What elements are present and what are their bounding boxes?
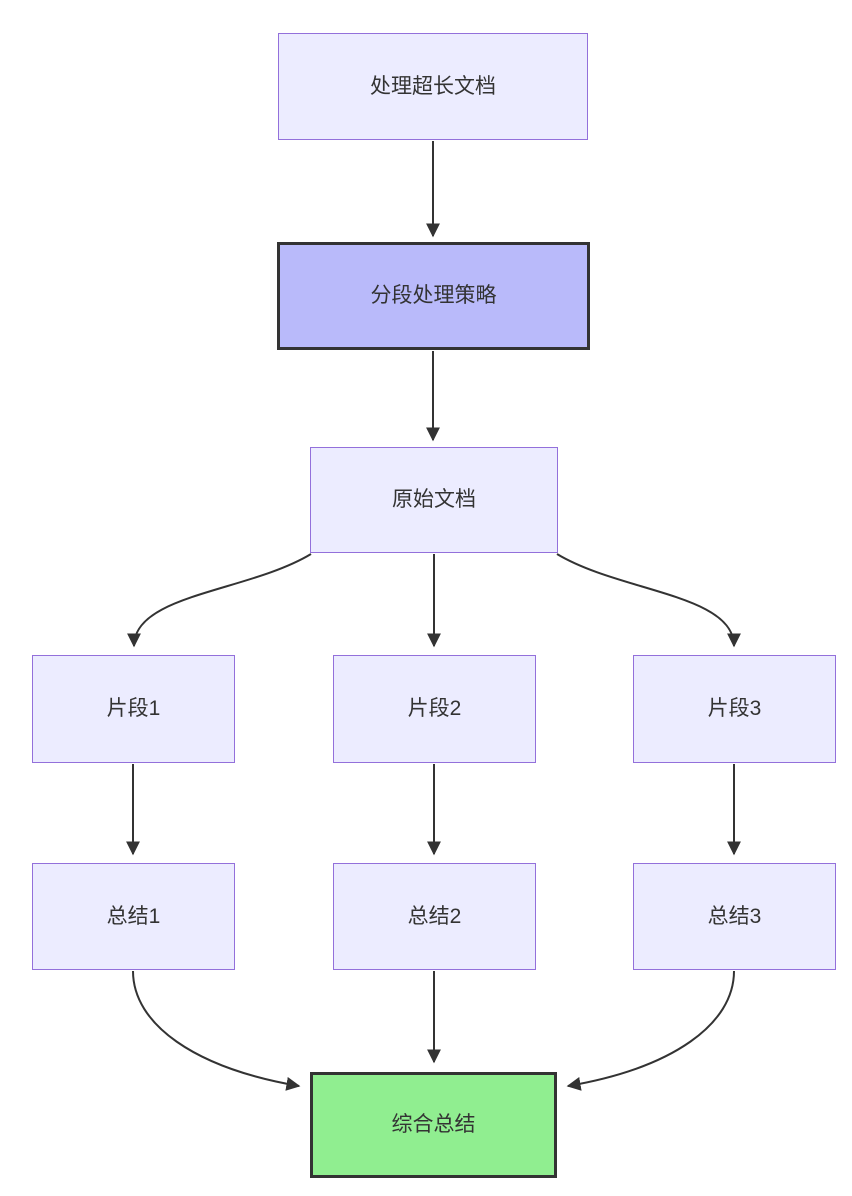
node-segment-1: 片段1: [32, 655, 235, 763]
node-segment-3: 片段3: [633, 655, 836, 763]
node-handle-long-document: 处理超长文档: [278, 33, 588, 140]
node-summary-3: 总结3: [633, 863, 836, 970]
node-segment-2: 片段2: [333, 655, 536, 763]
edge-c-to-d3: [556, 553, 741, 648]
edge-e3-to-f: [566, 970, 735, 1091]
node-segmentation-strategy: 分段处理策略: [277, 242, 590, 350]
node-combined-summary-label: 综合总结: [391, 1113, 476, 1137]
node-summary-1-label: 总结1: [106, 904, 161, 928]
node-summary-2: 总结2: [333, 863, 536, 970]
node-segment-3-label: 片段3: [707, 697, 762, 721]
node-summary-3-label: 总结3: [707, 904, 762, 928]
node-segment-1-label: 片段1: [106, 697, 161, 721]
node-handle-long-document-label: 处理超长文档: [370, 74, 496, 98]
node-original-document: 原始文档: [310, 447, 558, 553]
node-original-document-label: 原始文档: [392, 488, 476, 512]
node-summary-2-label: 总结2: [407, 904, 462, 928]
edge-c-to-d1: [127, 553, 312, 648]
node-segment-2-label: 片段2: [407, 697, 462, 721]
node-combined-summary: 综合总结: [310, 1072, 557, 1178]
edge-e1-to-f: [132, 970, 301, 1091]
node-segmentation-strategy-label: 分段处理策略: [370, 284, 497, 308]
node-summary-1: 总结1: [32, 863, 235, 970]
